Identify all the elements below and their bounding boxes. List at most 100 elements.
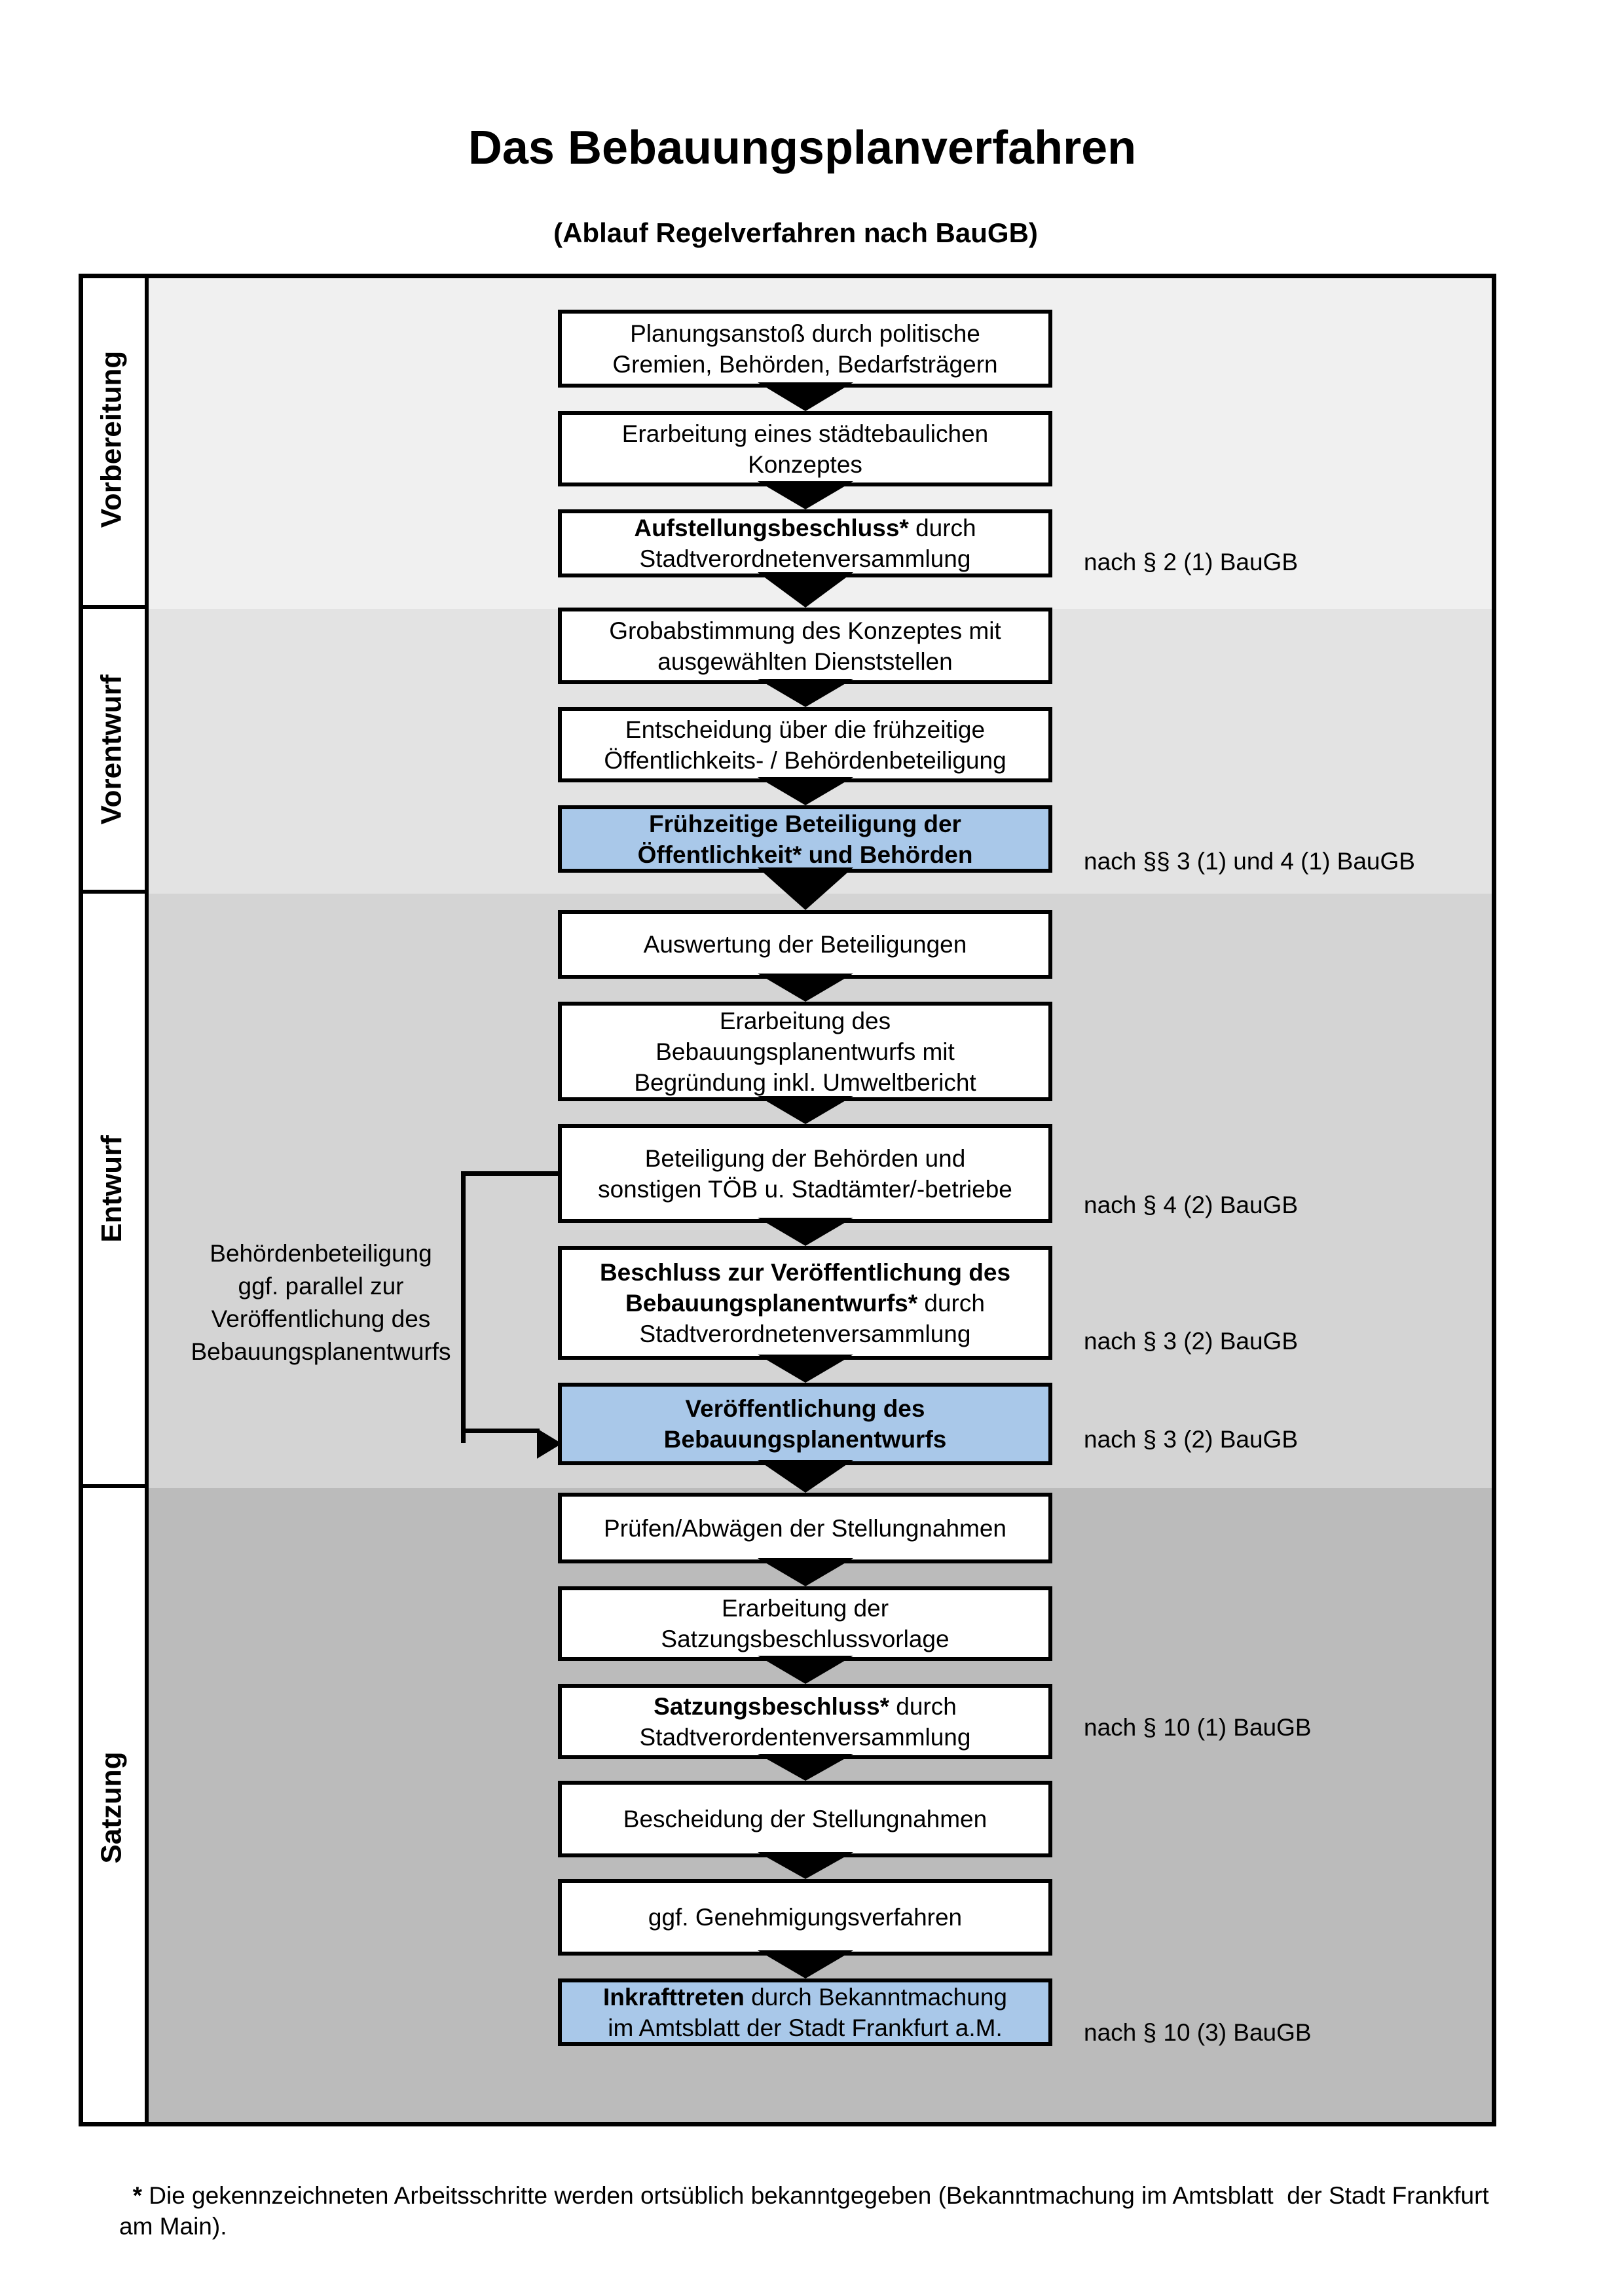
flow-step-text-line: Erarbeitung eines städtebaulichen — [622, 418, 989, 449]
legal-reference: nach §§ 3 (1) und 4 (1) BauGB — [1084, 848, 1415, 875]
arrow-down-icon — [757, 1460, 853, 1493]
flow-step-text: Bebauungsplanentwurfs — [663, 1426, 947, 1453]
legal-reference: nach § 3 (2) BauGB — [1084, 1426, 1299, 1453]
arrow-down-icon — [757, 679, 853, 707]
flow-step-text-line: Prüfen/Abwägen der Stellungnahmen — [604, 1513, 1006, 1544]
flow-step-text: Entscheidung über die frühzeitige — [625, 716, 986, 743]
flow-step-text: Erarbeitung der — [721, 1595, 889, 1622]
flow-step-text: im Amtsblatt der Stadt Frankfurt a.M. — [608, 2014, 1003, 2041]
flow-step-text: Konzeptes — [748, 450, 862, 478]
flow-step-text: ggf. Genehmigungsverfahren — [648, 1904, 963, 1931]
arrow-down-icon — [757, 1754, 853, 1781]
flow-step-text-line: Öffentlichkeits- / Behördenbeteiligung — [604, 745, 1006, 776]
legal-reference: nach § 2 (1) BauGB — [1084, 549, 1299, 575]
page-title: Das Bebauungsplanverfahren — [468, 122, 1137, 174]
legal-reference: nach § 4 (2) BauGB — [1084, 1192, 1299, 1218]
flow-step-text: Stadtverordnetenversammlung — [639, 1320, 971, 1347]
section-label: Vorentwurf — [95, 674, 128, 824]
flow-step-text: Planungsanstoß durch politische — [630, 319, 980, 347]
flow-step-text-line: Grobabstimmung des Konzeptes mit — [609, 615, 1001, 646]
footnote-text: Die gekennzeichneten Arbeitsschritte wer… — [119, 2182, 1496, 2240]
section-label: Vorbereitung — [95, 350, 128, 528]
flow-step-text-line: ggf. Genehmigungsverfahren — [648, 1902, 962, 1933]
flow-step-text: Beschluss zur Veröffentlichung des — [599, 1258, 1011, 1286]
arrow-down-icon — [757, 1218, 853, 1246]
flow-step-text: Gremien, Behörden, Bedarfsträgern — [612, 350, 998, 378]
flow-step-text-line: Planungsanstoß durch politische — [630, 318, 980, 349]
flow-step-text-line: ausgewählten Dienststellen — [657, 646, 952, 677]
flow-step-text: Beteiligung der Behörden und — [644, 1144, 966, 1172]
flow-step-text-line: sonstigen TÖB u. Stadtämter/-betriebe — [598, 1174, 1012, 1205]
flow-step-text-line: Begründung inkl. Umweltbericht — [634, 1067, 976, 1098]
flow-step-text-line: Satzungsbeschluss* durch — [654, 1691, 957, 1722]
arrow-down-icon — [757, 1656, 853, 1684]
bracket-line-vertical — [461, 1171, 466, 1443]
flow-step-text: durch — [908, 515, 976, 541]
flow-step-15: Bescheidung der Stellungnahmen — [558, 1781, 1052, 1857]
flow-step-text: Grobabstimmung des Konzeptes mit — [609, 617, 1001, 644]
flow-step-text: Prüfen/Abwägen der Stellungnahmen — [603, 1514, 1007, 1542]
bracket-arrowhead-icon — [537, 1429, 562, 1459]
flow-step-text: Satzungsbeschluss* — [654, 1692, 889, 1720]
side-note-line: ggf. parallel zur — [238, 1273, 404, 1300]
arrow-down-icon — [757, 572, 853, 608]
side-note-line: Bebauungsplanentwurfs — [191, 1338, 451, 1365]
section-label-cell-vorentwurf: Vorentwurf — [79, 609, 149, 894]
legal-reference: nach § 10 (1) BauGB — [1084, 1714, 1312, 1741]
flow-step-text-line: Stadtverordentenversammlung — [640, 1722, 971, 1753]
flow-step-7: Auswertung der Beteiligungen — [558, 910, 1052, 979]
arrow-down-icon — [757, 867, 853, 910]
flow-step-text: Satzungsbeschlussvorlage — [661, 1626, 950, 1652]
arrow-down-icon — [757, 1355, 853, 1383]
flow-step-text: Öffentlichkeits- / Behördenbeteiligung — [604, 746, 1006, 774]
flow-step-text: Erarbeitung eines städtebaulichen — [621, 420, 989, 447]
flow-step-text-line: Beteiligung der Behörden und — [645, 1143, 966, 1174]
flow-step-text: Bescheidung der Stellungnahmen — [623, 1806, 987, 1832]
arrow-down-icon — [757, 481, 853, 509]
footnote: * Die gekennzeichneten Arbeitsschritte w… — [119, 2149, 1521, 2242]
flow-step-text: Bebauungsplanentwurfs* — [625, 1289, 918, 1317]
flow-step-text-line: Veröffentlichung des — [686, 1393, 925, 1424]
flow-step-text-line: Erarbeitung der — [722, 1593, 889, 1624]
footnote-marker: * — [132, 2182, 142, 2209]
bracket-line-top — [461, 1171, 558, 1176]
flow-step-text-line: Aufstellungsbeschluss* durch — [634, 513, 976, 543]
side-note-line: Behördenbeteiligung — [210, 1240, 432, 1267]
flow-step-text: sonstigen TÖB u. Stadtämter/-betriebe — [598, 1175, 1012, 1203]
flow-step-text: Stadtverordentenversammlung — [639, 1723, 971, 1751]
flow-step-text: Stadtverordnetenversammlung — [639, 545, 971, 572]
arrow-down-icon — [757, 777, 853, 805]
flow-step-text-line: Öffentlichkeit* und Behörden — [638, 839, 973, 870]
flow-step-text-line: Auswertung der Beteiligungen — [644, 929, 967, 960]
flow-step-16: ggf. Genehmigungsverfahren — [558, 1879, 1052, 1956]
flow-step-text-line: Erarbeitung des — [720, 1006, 891, 1036]
flow-step-text-line: Bebauungsplanentwurfs mit — [655, 1036, 955, 1067]
flow-step-text: Aufstellungsbeschluss* — [634, 515, 909, 541]
side-note-line: Veröffentlichung des — [211, 1305, 431, 1332]
flow-step-text: Bebauungsplanentwurfs mit — [655, 1038, 955, 1065]
flow-step-text: Auswertung der Beteiligungen — [643, 931, 967, 958]
flow-step-text-line: Bebauungsplanentwurfs — [664, 1424, 947, 1455]
flow-step-text-line: Bescheidung der Stellungnahmen — [623, 1804, 987, 1834]
flow-step-text-line: Gremien, Behörden, Bedarfsträgern — [612, 349, 997, 380]
flow-step-9: Beteiligung der Behörden und sonstigen TÖ… — [558, 1124, 1052, 1223]
section-label-cell-satzung: Satzung — [79, 1488, 149, 2126]
section-label: Entwurf — [95, 1135, 128, 1243]
flow-step-text: Öffentlichkeit* und Behörden — [637, 841, 973, 868]
flow-step-text: durch — [917, 1289, 985, 1317]
flow-step-text: durch Bekanntmachung — [744, 1983, 1007, 2011]
flow-step-text-line: Frühzeitige Beteiligung der — [649, 809, 961, 839]
flow-step-text-line: Beschluss zur Veröffentlichung des — [600, 1257, 1010, 1288]
flow-step-text-line: Satzungsbeschlussvorlage — [661, 1624, 949, 1654]
